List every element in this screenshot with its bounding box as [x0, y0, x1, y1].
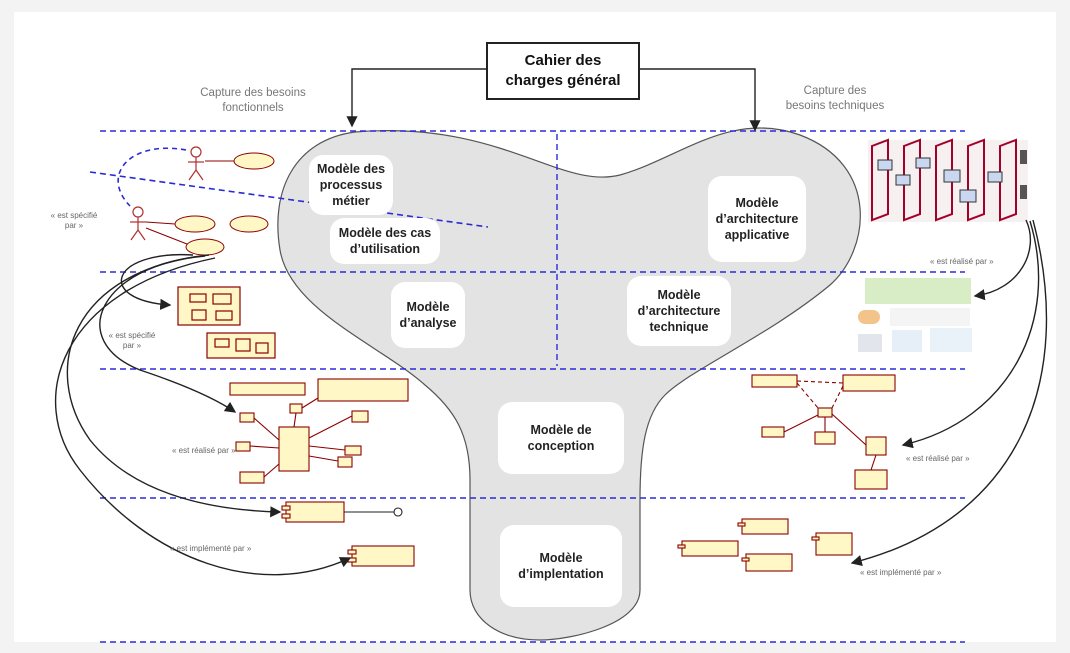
- relation-label: « est spécifié par »: [44, 211, 104, 231]
- architecture-thumbnails: [858, 278, 972, 352]
- band-lines: [100, 130, 965, 643]
- specification-title-line-1: Cahier des: [524, 52, 602, 69]
- functional-needs-header: Capture des besoins fonctionnels: [178, 86, 328, 116]
- model-label-line: d’implentation: [518, 567, 604, 581]
- model-label-line: d’analyse: [399, 316, 457, 330]
- model-label-line: métier: [332, 194, 370, 208]
- model-label-line: Modèle: [657, 288, 701, 302]
- technical-architecture-model: Modèle d’architecture technique: [627, 276, 731, 346]
- implementation-components-right: [677, 518, 853, 572]
- model-label-line: d’architecture: [715, 212, 799, 226]
- specification-title-line-2: charges général: [505, 72, 621, 89]
- model-label-line: Modèle des: [316, 162, 386, 176]
- conception-uml-right: [751, 374, 896, 490]
- model-label-line: processus: [319, 178, 383, 192]
- technical-needs-header: Capture des besoins techniques: [770, 84, 900, 114]
- relation-label: « est spécifié par »: [100, 331, 164, 351]
- model-label-line: Modèle: [735, 196, 779, 210]
- relation-label-line: par »: [122, 341, 142, 350]
- diagonal-line: [89, 171, 489, 228]
- implementation-components-left: [281, 501, 415, 567]
- technical-architecture-diagram: [868, 138, 1028, 222]
- relation-label: « est implémenté par »: [170, 544, 252, 553]
- model-label-line: conception: [527, 439, 595, 453]
- application-architecture-model: Modèle d’architecture applicative: [708, 176, 806, 262]
- right-connector: [636, 68, 761, 132]
- design-model: Modèle de conception: [498, 402, 624, 474]
- model-label-line: Modèle: [539, 551, 583, 565]
- relation-label-line: par »: [64, 221, 84, 230]
- model-label-line: d’utilisation: [349, 242, 421, 256]
- model-label-line: Modèle des cas: [338, 226, 432, 240]
- model-label-line: applicative: [724, 228, 790, 242]
- technical-needs-line-1: Capture des: [803, 85, 867, 97]
- use-case-ellipses: [145, 152, 275, 256]
- implementation-model: Modèle d’implentation: [500, 525, 622, 607]
- actor-icon: [130, 206, 146, 241]
- model-label-line: d’architecture: [637, 304, 721, 318]
- left-connector: [346, 68, 486, 128]
- functional-needs-line-1: Capture des besoins: [200, 87, 306, 99]
- relation-label: « est réalisé par »: [930, 257, 994, 266]
- model-label-line: Modèle de: [530, 423, 592, 437]
- model-label-line: Modèle: [406, 300, 450, 314]
- conception-uml-left: [229, 378, 409, 484]
- relation-label: « est réalisé par »: [906, 454, 970, 463]
- relation-label: « est réalisé par »: [172, 446, 236, 455]
- business-process-model: Modèle des processus métier: [309, 155, 393, 215]
- analysis-uml-boxes: [177, 286, 276, 359]
- left-relation-arrows: [54, 254, 352, 576]
- model-label-line: technique: [649, 320, 709, 334]
- dependency-arc: [117, 147, 187, 207]
- use-case-model: Modèle des cas d’utilisation: [330, 218, 440, 264]
- relation-label-line: « est spécifié: [108, 331, 156, 340]
- technical-needs-line-2: besoins techniques: [785, 100, 885, 112]
- analysis-model: Modèle d’analyse: [391, 282, 465, 348]
- specification-box: Cahier des charges général: [486, 42, 640, 100]
- relation-label-line: « est spécifié: [50, 211, 98, 220]
- functional-needs-line-2: fonctionnels: [222, 102, 284, 114]
- relation-label: « est implémenté par »: [860, 568, 942, 577]
- right-relation-arrows: [850, 219, 1048, 566]
- actor-icon: [188, 146, 204, 181]
